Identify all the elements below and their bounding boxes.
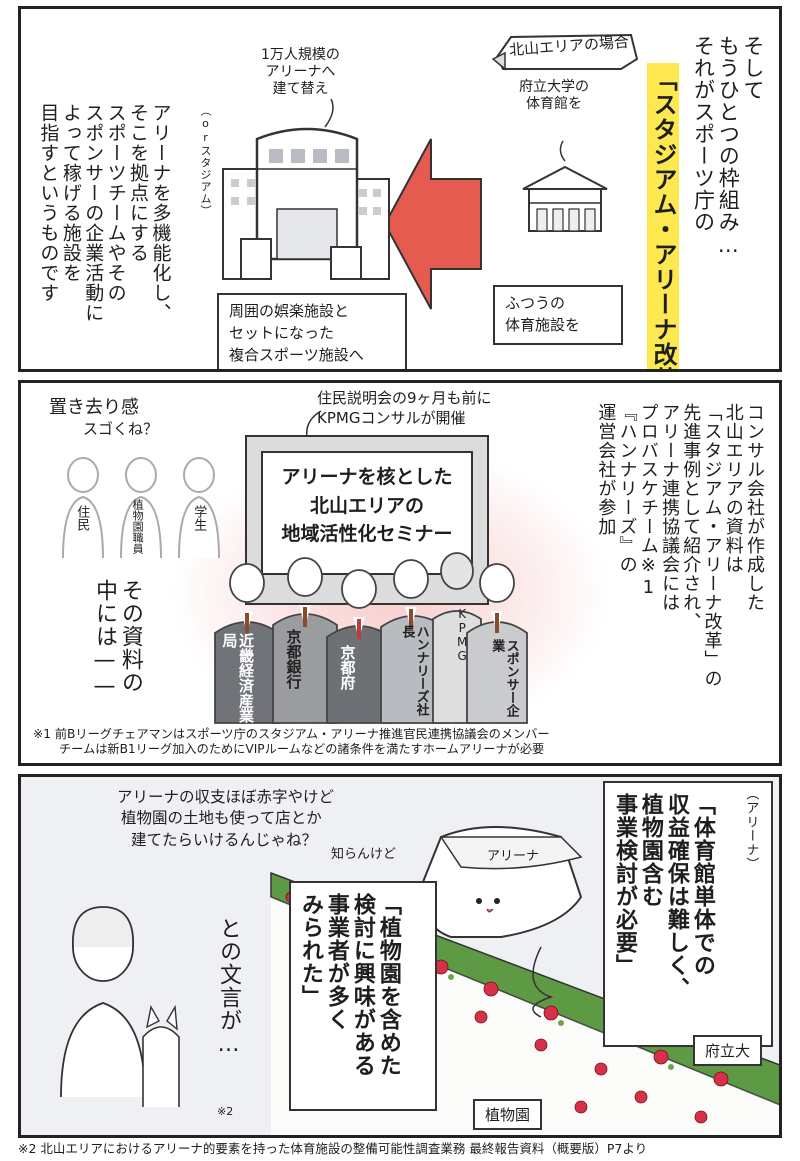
p2-narration: コンサル会社が作成した 北山エリアの資料は 「スタジアム・アリーナ改革」の 先進…: [595, 403, 765, 688]
arena-caption-line: アリーナへ: [265, 63, 336, 80]
explanation-line: アリーナを多機能化し、: [149, 103, 172, 323]
quote-right-box: [603, 781, 773, 1047]
univ-caption-line: 体育館を: [526, 95, 582, 112]
attendees-figures: [214, 552, 528, 724]
thought-line: アリーナの収支ほぼ赤字やけど: [117, 788, 335, 806]
p1-highlight: 「スタジアム・アリーナ改革」: [646, 63, 679, 369]
p2-footnote: ※1 前Bリーグチェアマンはスポーツ庁のスタジアム・アリーナ推進官民連携協議会の…: [33, 727, 550, 756]
p2-narration-line: 運営会社が参加: [595, 403, 617, 536]
label-garden: 植物園: [473, 1099, 543, 1130]
attendee-label-sponsor: スポンサー企業: [489, 639, 519, 717]
explanation-line: スポーツチームやその: [104, 103, 127, 303]
footnote-2: ※2 北山エリアにおけるアリーナ的要素を持った体育施設の整備可能性調査業務 最終…: [18, 1141, 648, 1156]
p3-closing-note: ※2: [217, 1105, 234, 1118]
narration-left-line: その資料の: [117, 579, 143, 694]
attendee-label-kinki: 近畿経済産業局: [220, 633, 256, 723]
attendee-label-hannaryz: ハンナリーズ社長: [399, 625, 429, 716]
box-line: 複合スポーツ施設へ: [229, 345, 364, 364]
p1-narration-line: もうひとつの枠組み…: [716, 35, 741, 258]
quote-mid: 「植物園を含めた 検討に興味がある 事業者が多く みられた」: [297, 893, 401, 1077]
quote-right-line: 「体育館単体での: [689, 793, 715, 977]
quote-right-line: 収益確保は難しく、: [663, 793, 689, 1000]
sign-line: アリーナを核とした: [281, 466, 453, 488]
p1-narration-line: それがスポーツ庁の: [691, 35, 716, 233]
univ-caption-line: 府立大学の: [519, 79, 589, 95]
residents-figures: [62, 457, 220, 559]
arena-caption-line: 1万人規模の: [261, 47, 340, 63]
attendee-label-kyoto-pref: 京都府: [338, 645, 357, 690]
p3-closing: との文言が…: [215, 917, 241, 1058]
quote-right-prefix: （アリーナ）: [743, 787, 759, 871]
box-ordinary-facility: ふつうの 体育施設を: [493, 285, 623, 345]
p1-explanation: アリーナを多機能化し、 そこを拠点にする スポーツチームやその スポンサーの企業…: [37, 103, 171, 323]
closing-line: との文言が…: [215, 917, 241, 1058]
p2-narration-line: コンサル会社が作成した: [744, 403, 765, 612]
box-line: ふつうの: [505, 294, 566, 312]
attendee-label-kyoto-bank: 京都銀行: [284, 629, 303, 689]
p2-left-thought: 置き去り感 スゴくね？: [49, 397, 158, 438]
thought-line: 置き去り感: [49, 397, 139, 418]
area-tag-banner: [491, 33, 639, 71]
explanation-line: スポンサーの企業活動に: [82, 103, 105, 323]
p2-note-top: 住民説明会の9ヶ月も前に KPMGコンサルが開催: [317, 389, 492, 428]
thought-line: スゴくね？: [83, 419, 159, 438]
p2-narration-line: 「スタジアム・アリーナ改革」の: [701, 403, 723, 688]
panel-2: コンサル会社が作成した 北山エリアの資料は 「スタジアム・アリーナ改革」の 先進…: [18, 380, 782, 766]
p1-small-note: （orスタジアム）: [198, 105, 212, 217]
quote-mid-line: 検討に興味がある: [349, 893, 375, 1077]
box-complex-facility: 周囲の娯楽施設と セットになった 複合スポーツ施設へ: [217, 293, 407, 369]
thought-line: 建てたらいけるんじゃね？: [131, 830, 318, 849]
footnote-line: チームは新B1リーグ加入のためにVIPルームなどの諸条件を満たすホームアリーナが…: [59, 741, 545, 756]
p2-narration-line: 北山エリアの資料は: [722, 403, 744, 574]
explanation-line: よって稼げる施設を: [59, 103, 82, 283]
quote-right-line: 植物園含む: [637, 793, 663, 908]
gym-illustration: [522, 140, 608, 232]
note-top-line: 住民説明会の9ヶ月も前に: [317, 389, 492, 407]
narration-left-line: 中には——: [91, 579, 117, 700]
panel-1: そして もうひとつの枠組み… それがスポーツ庁の 「スタジアム・アリーナ改革」 …: [18, 6, 782, 372]
quote-right-line: 事業検討が必要」: [611, 793, 637, 977]
quote-right: 「体育館単体での 収益確保は難しく、 植物園含む 事業検討が必要」: [611, 793, 715, 1000]
box-line: 体育施設を: [505, 315, 581, 334]
p1-narration-line: そして: [741, 35, 765, 101]
box-line: 周囲の娯楽施設と: [229, 302, 350, 320]
left-arrow: [383, 138, 482, 310]
footnote-line: ※1 前Bリーグチェアマンはスポーツ庁のスタジアム・アリーナ推進官民連携協議会の…: [33, 727, 550, 741]
quote-mid-box: [289, 881, 437, 1111]
box-line: セットになった: [229, 323, 335, 342]
p2-narration-line: プロバスケチーム※1: [637, 403, 659, 599]
explanation-line: そこを拠点にする: [127, 103, 150, 263]
arena-caption: 1万人規模の アリーナへ 建て替え: [261, 47, 340, 97]
p2-narration-line: 『ハンナリーズ』の: [616, 403, 638, 574]
student-label: 学生: [191, 505, 207, 531]
label-univ: 府立大: [693, 1035, 763, 1066]
p3-aside: 知らんけど: [331, 847, 397, 862]
p3-thought: アリーナの収支ほぼ赤字やけど 植物園の土地も使って店とか 建てたらいけるんじゃね…: [117, 787, 334, 851]
univ-caption: 府立大学の 体育館を: [519, 79, 589, 113]
sign-line: 地域活性化セミナー: [281, 523, 453, 545]
panel-3: アリーナの収支ほぼ赤字やけど 植物園の土地も使って店とか 建てたらいけるんじゃね…: [18, 774, 782, 1138]
quote-mid-line: みられた」: [297, 893, 323, 1008]
arena-character-label: アリーナ: [487, 849, 540, 864]
p2-narration-line: アリーナ連携協議会には: [659, 403, 681, 612]
attendee-label-kpmg: KPMG: [455, 607, 470, 663]
p2-narration-left: その資料の 中には——: [91, 579, 143, 700]
resident-label: 住民: [74, 505, 90, 531]
thought-line: 植物園の土地も使って店とか: [121, 809, 322, 828]
sign-line: 北山エリアの: [309, 494, 424, 517]
arena-complex-illustration: [222, 98, 390, 280]
p1-narration: そして もうひとつの枠組み… それがスポーツ庁の: [691, 35, 765, 258]
staff-label: 植物園職員: [131, 499, 145, 554]
quote-mid-line: 「植物園を含めた: [375, 893, 401, 1077]
arena-caption-line: 建て替え: [272, 80, 329, 97]
p2-narration-line: 先進事例として紹介され、: [680, 403, 702, 631]
quote-mid-line: 事業者が多く: [323, 893, 349, 1031]
note-top-line: KPMGコンサルが開催: [317, 408, 466, 427]
explanation-line: 目指すというものです: [37, 103, 60, 303]
